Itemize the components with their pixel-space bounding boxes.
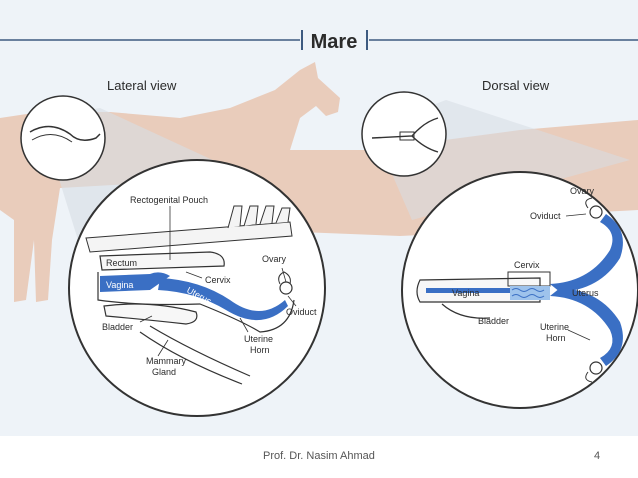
label-dorsal-bladder: Bladder xyxy=(478,316,509,326)
diagram-title: Mare xyxy=(311,31,358,53)
label-dorsal-uterine: Uterine xyxy=(540,322,569,332)
label-mammary: Mammary xyxy=(146,356,186,366)
dorsal-ovary-lower xyxy=(589,361,603,375)
dorsal-ovary-upper xyxy=(589,205,603,219)
lateral-view-heading: Lateral view xyxy=(107,78,177,93)
vagina-shape xyxy=(100,272,170,292)
vertebra-spine-2 xyxy=(243,205,259,227)
footer-page-number: 4 xyxy=(594,450,601,462)
dorsal-inset-cervix xyxy=(399,131,415,141)
dorsal-uterine-horn-upper xyxy=(550,214,623,292)
rectum-shape xyxy=(99,251,225,271)
spine-base xyxy=(85,221,293,253)
vertebrae xyxy=(85,205,293,253)
leader-dorsal-horn xyxy=(567,329,591,341)
dorsal-inset-circle xyxy=(361,91,447,177)
mammary-line-1 xyxy=(149,325,251,377)
lateral-oviduct xyxy=(278,271,291,285)
dorsal-oviduct-lower xyxy=(585,371,593,383)
dorsal-cervix-waves xyxy=(511,288,545,298)
lateral-inset-tract xyxy=(29,125,101,141)
leader-oviduct xyxy=(287,295,297,307)
footer-author: Prof. Dr. Nasim Ahmad xyxy=(263,450,375,462)
label-dorsal-oviduct: Oviduct xyxy=(530,211,561,221)
label-lateral-vagina: Vagina xyxy=(106,280,133,290)
dorsal-view: Ovary Oviduct Cervix Vagina Uterus Bladd… xyxy=(361,91,638,409)
horse-body xyxy=(0,62,638,302)
label-rectum: Rectum xyxy=(106,258,137,268)
dorsal-bladder-outline xyxy=(441,303,491,319)
uterus-shape xyxy=(158,278,288,321)
label-dorsal-horn: Horn xyxy=(546,333,566,343)
leader-horn xyxy=(239,317,249,333)
lateral-inset-circle xyxy=(20,95,106,181)
mammary-line-2 xyxy=(139,331,243,385)
dorsal-oviduct-upper xyxy=(585,197,593,209)
label-dorsal-vagina: Vagina xyxy=(452,288,479,298)
leader-bladder xyxy=(139,315,153,323)
dorsal-uterine-horn-lower xyxy=(550,288,623,366)
label-dorsal-cervix: Cervix xyxy=(514,260,540,270)
dorsal-view-heading: Dorsal view xyxy=(482,78,550,93)
dorsal-vagina-lumen xyxy=(426,288,540,293)
label-gland: Gland xyxy=(152,367,176,377)
label-lateral-uterine: Uterine xyxy=(244,334,273,344)
label-rectogenital-pouch: Rectogenital Pouch xyxy=(130,195,208,205)
leader-mammary xyxy=(157,339,169,357)
leader-dorsal-oviduct xyxy=(565,213,587,217)
label-lateral-ovary: Ovary xyxy=(262,254,287,264)
lateral-inset-tract-inner xyxy=(31,134,73,143)
vertebra-spine-1 xyxy=(227,205,243,229)
vertebra-spine-3 xyxy=(259,205,275,225)
tract-outline xyxy=(97,272,295,333)
lateral-view: Rectogenital Pouch Rectum Cervix Ovary V… xyxy=(20,95,326,417)
label-lateral-oviduct: Oviduct xyxy=(286,307,317,317)
bladder-shape xyxy=(103,303,198,325)
label-lateral-cervix: Cervix xyxy=(205,275,231,285)
leader-cervix xyxy=(185,271,203,279)
header: Mare xyxy=(0,30,638,53)
vertebra-spine-4 xyxy=(275,207,291,224)
label-lateral-bladder: Bladder xyxy=(102,322,133,332)
label-lateral-horn: Horn xyxy=(250,345,270,355)
leader-ovary xyxy=(281,267,287,283)
label-dorsal-ovary: Ovary xyxy=(570,186,595,196)
label-dorsal-uterus: Uterus xyxy=(572,288,599,298)
